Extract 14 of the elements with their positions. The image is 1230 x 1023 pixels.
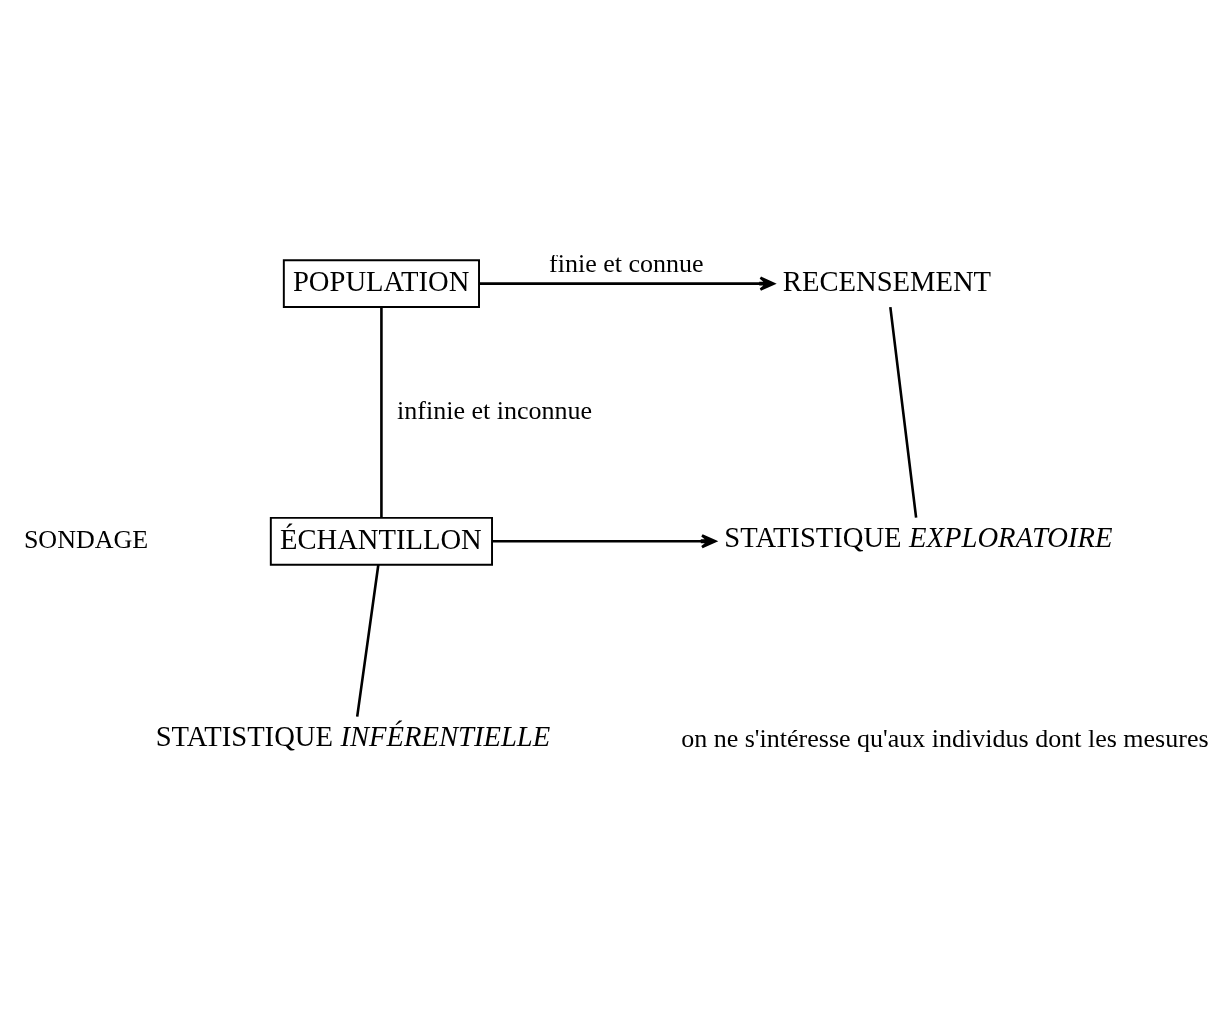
arrow xyxy=(479,275,775,291)
node-text: STATISTIQUE INFÉRENTIELLE xyxy=(155,719,551,752)
node-box: POPULATION xyxy=(282,258,480,308)
connector xyxy=(889,306,918,518)
label: on ne s'intéresse qu'aux individus dont les mesures xyxy=(681,723,1209,753)
label: SONDAGE xyxy=(23,524,149,554)
node-text: STATISTIQUE EXPLORATOIRE xyxy=(724,520,1113,553)
edge-label: infinie et inconnue xyxy=(397,395,593,425)
node-box: ÉCHANTILLON xyxy=(269,516,493,566)
connector xyxy=(380,306,383,518)
node-text: RECENSEMENT xyxy=(782,264,992,297)
edge-label: finie et connue xyxy=(549,248,704,278)
connector xyxy=(355,564,380,717)
arrow xyxy=(492,533,717,548)
